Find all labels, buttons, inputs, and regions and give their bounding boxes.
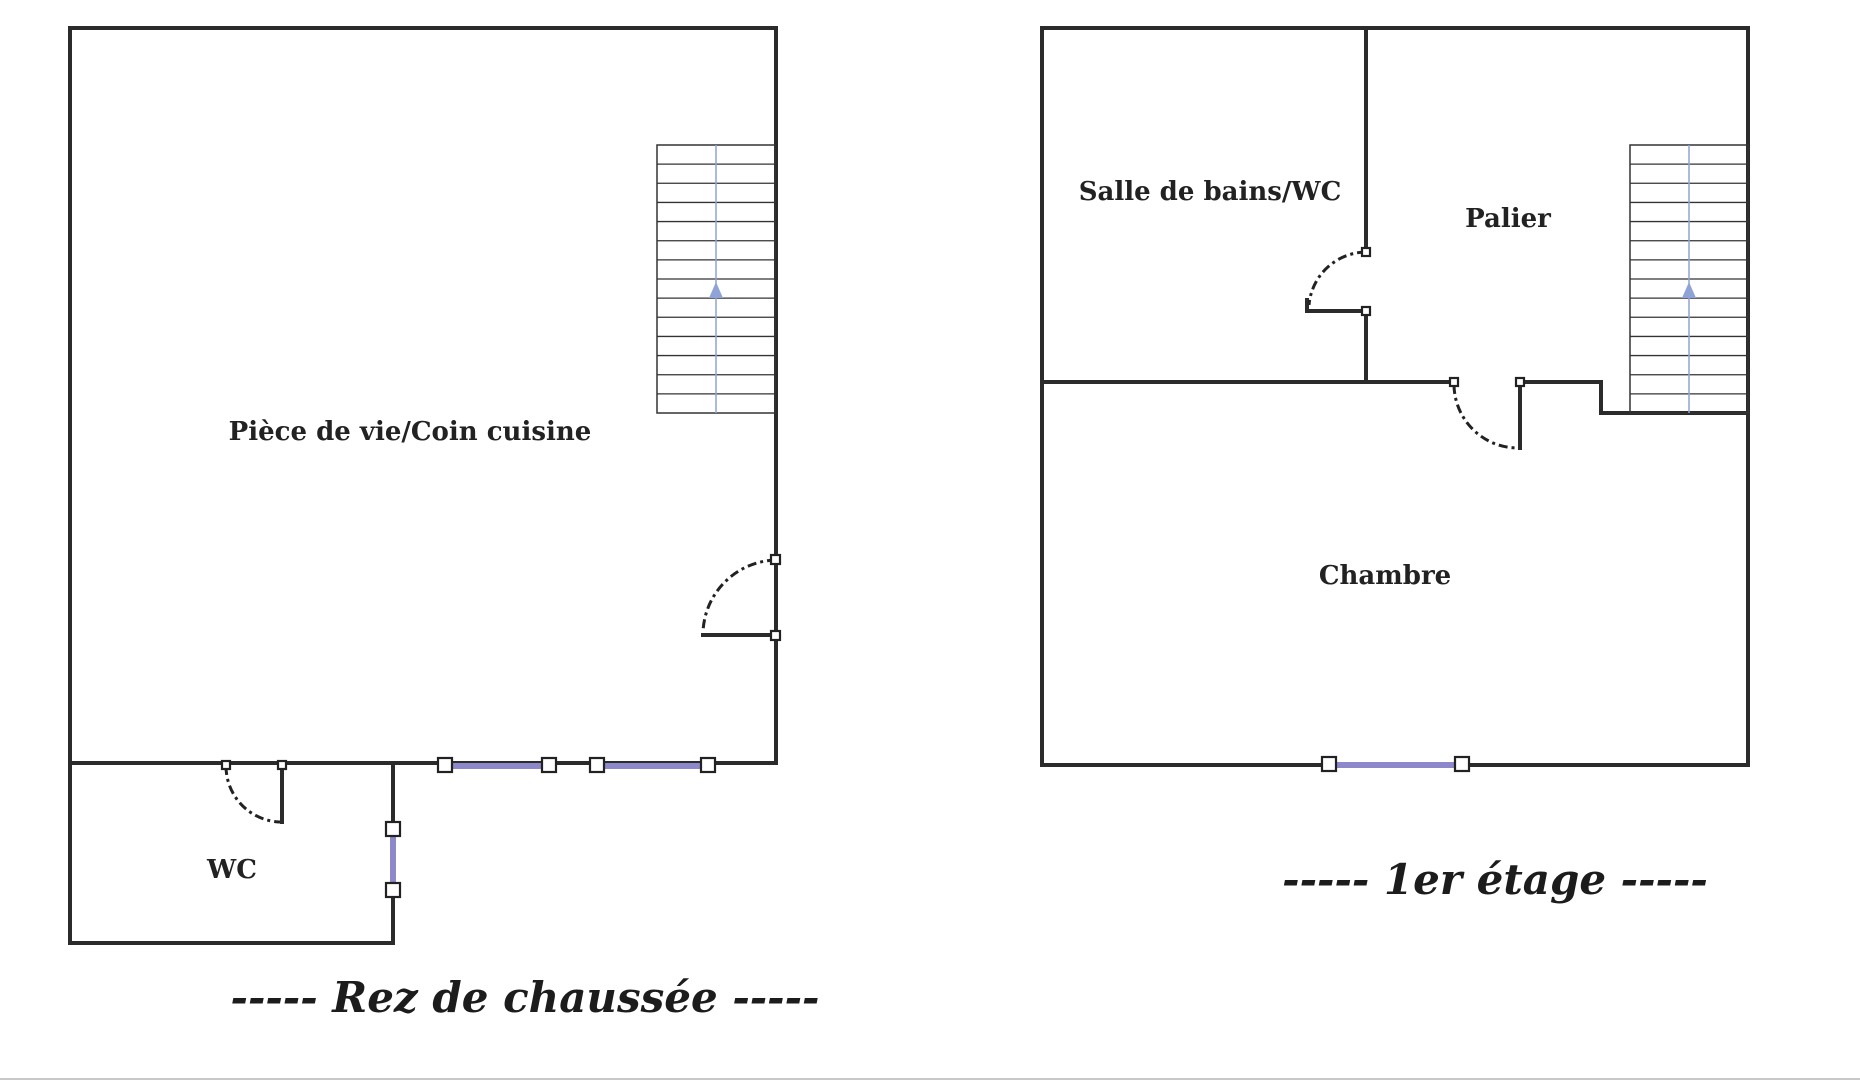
ground-floor-window-1 [436, 756, 558, 774]
floor-label-ground: ----- Rez de chaussée ----- [231, 973, 820, 1022]
ground-floor-walls [68, 26, 778, 945]
ground-floor-plan: Pièce de vie/Coin cuisine WC ----- Rez d… [68, 26, 820, 1022]
wc-door [220, 759, 288, 824]
ground-floor-window-2 [588, 756, 717, 774]
room-label-living: Pièce de vie/Coin cuisine [229, 417, 592, 447]
room-label-landing: Palier [1465, 204, 1551, 234]
bottom-divider [0, 1078, 1860, 1080]
stair-up-arrow-icon [1682, 282, 1696, 298]
bathroom-door [1307, 246, 1372, 317]
ground-floor-entrance-door [701, 553, 782, 642]
first-floor-staircase [1629, 144, 1749, 414]
stair-up-arrow-icon [709, 282, 723, 298]
room-label-wc: WC [206, 855, 257, 885]
floor-label-first: ----- 1er étage ----- [1282, 855, 1708, 904]
ground-floor-staircase [656, 144, 776, 414]
room-label-bathroom: Salle de bains/WC [1079, 177, 1342, 207]
first-floor-outer-walls [1040, 26, 1750, 767]
bedroom-door [1448, 376, 1526, 450]
wc-window [384, 820, 402, 899]
first-floor-plan: Salle de bains/WC Palier Chambre ----- 1… [1040, 26, 1750, 904]
first-floor-window [1320, 755, 1471, 773]
room-label-bedroom: Chambre [1319, 561, 1451, 591]
first-floor-interior-walls [1040, 26, 1750, 415]
